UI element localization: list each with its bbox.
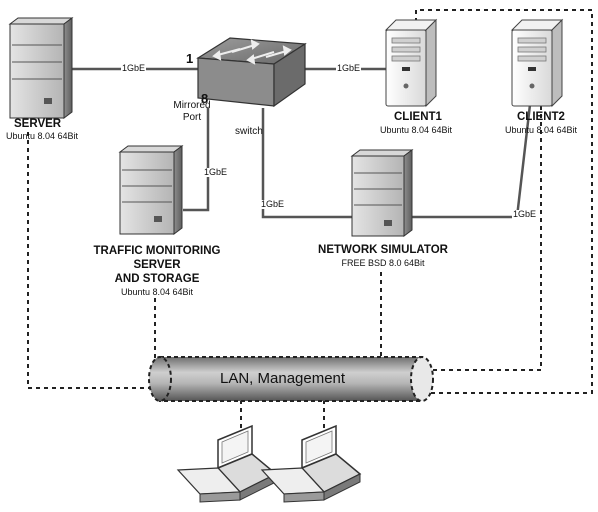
client2-tower-icon [510,18,564,108]
client1-os-label: Ubuntu 8.04 64Bit [380,125,453,135]
link-speed-switch-netsim: 1GbE [260,199,286,209]
mgmt-link-client2 [428,106,542,371]
switch-icon [196,37,307,108]
mgmt-link-client1 [415,9,593,394]
switch-port-1-label: 1 [186,51,194,66]
laptop-2-icon [260,424,362,503]
switch-label: switch [235,126,263,137]
network-simulator-tower-icon [350,149,414,237]
client2-name-label: CLIENT2 [517,111,565,123]
mgmt-link-server [27,132,155,389]
monitoring-name-line2: SERVER [133,259,181,271]
monitoring-name-line1: TRAFFIC MONITORING [93,245,221,257]
lan-pipe-left-cap [148,356,172,402]
link-speed-switch-monitor: 1GbE [203,167,229,177]
lan-management-label: LAN, Management [220,370,346,387]
mirrored-port-label-line1: Mirrored [173,100,211,111]
switch-port-8-label: 8 [201,91,209,106]
link-switch-netsim [261,108,356,219]
client2-os-label: Ubuntu 8.04 64Bit [505,125,578,135]
link-speed-server-switch: 1GbE [121,63,147,73]
lan-pipe [148,356,434,402]
link-speed-switch-client1: 1GbE [336,63,362,73]
server-os-label: Ubuntu 8.04 64Bit [6,131,79,141]
mirrored-port-label-line2: Port [182,112,202,123]
management-links [27,9,593,432]
monitoring-server-tower-icon [118,145,184,235]
netsim-os-label: FREE BSD 8.0 64Bit [341,258,425,268]
client1-tower-icon [384,18,438,108]
server-tower-icon [8,17,74,119]
lan-pipe-right-cap [410,356,434,402]
netsim-name-label: NETWORK SIMULATOR [318,244,448,256]
client1-name-label: CLIENT1 [394,111,442,123]
laptop-1-icon [176,424,278,503]
monitoring-name-line3: AND STORAGE [114,273,200,285]
link-switch-monitor [183,108,210,212]
server-name-label: SERVER [14,118,62,130]
monitoring-os-label: Ubuntu 8.04 64Bit [120,287,194,297]
link-speed-netsim-client2: 1GbE [512,209,538,219]
